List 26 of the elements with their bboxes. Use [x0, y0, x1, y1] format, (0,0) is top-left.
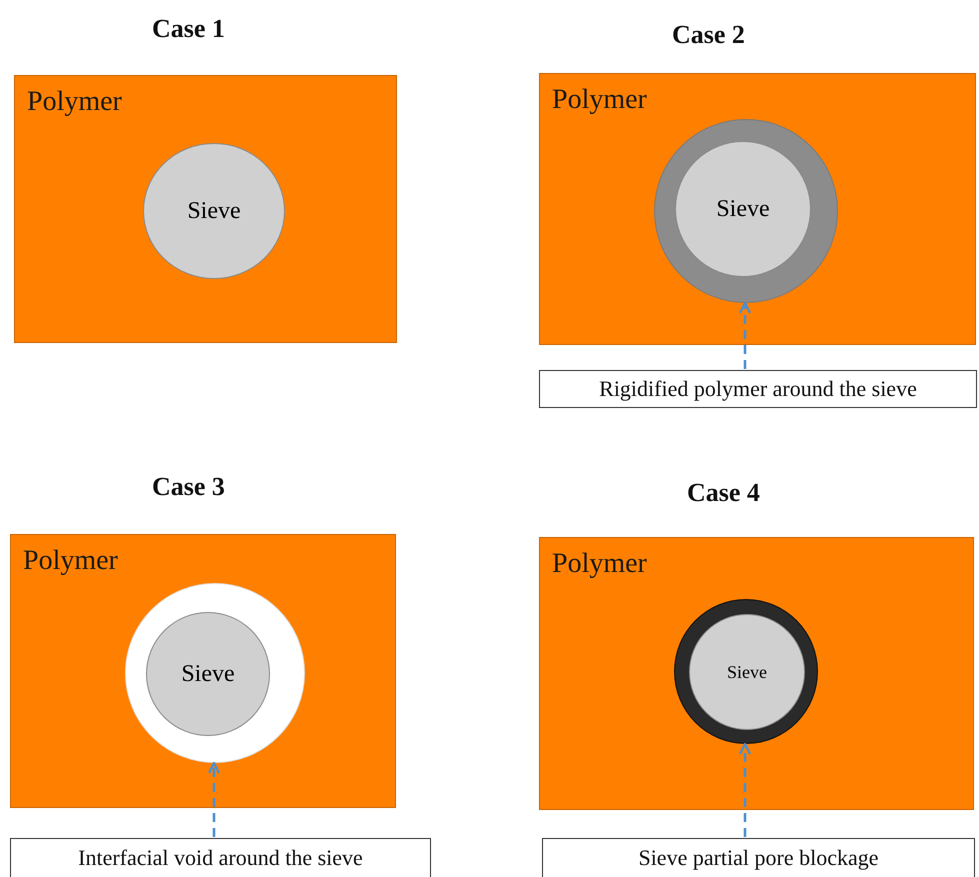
callout-box: [539, 370, 977, 408]
case-title: Case 4: [687, 478, 760, 508]
particle-label: Sieve: [187, 198, 241, 224]
polymer-matrix-block: [539, 537, 974, 810]
case-title: Case 1: [152, 14, 225, 44]
callout-box: [542, 838, 975, 877]
callout-text: Sieve partial pore blockage: [638, 845, 879, 871]
dashed-arrow: [738, 742, 752, 837]
dashed-arrow: [208, 762, 220, 837]
polymer-matrix-block: [14, 75, 397, 343]
region-label: Polymer: [23, 545, 118, 577]
region-label: Polymer: [552, 84, 647, 116]
polymer-matrix-block: [539, 73, 976, 345]
particle-label: Sieve: [727, 662, 767, 682]
case-title: Case 2: [672, 20, 745, 50]
dashed-arrow: [738, 302, 752, 369]
case-title: Case 3: [152, 472, 225, 502]
polymer-matrix-block: [10, 534, 396, 808]
particle-label: Sieve: [181, 660, 235, 688]
particle-label: Sieve: [716, 196, 770, 222]
sieve-particle: [689, 614, 805, 730]
region-label: Polymer: [27, 86, 122, 118]
callout-text: Rigidified polymer around the sieve: [599, 376, 917, 402]
region-label: Polymer: [552, 548, 647, 580]
callout-text: Interfacial void around the sieve: [78, 845, 363, 871]
callout-box: [10, 838, 431, 877]
